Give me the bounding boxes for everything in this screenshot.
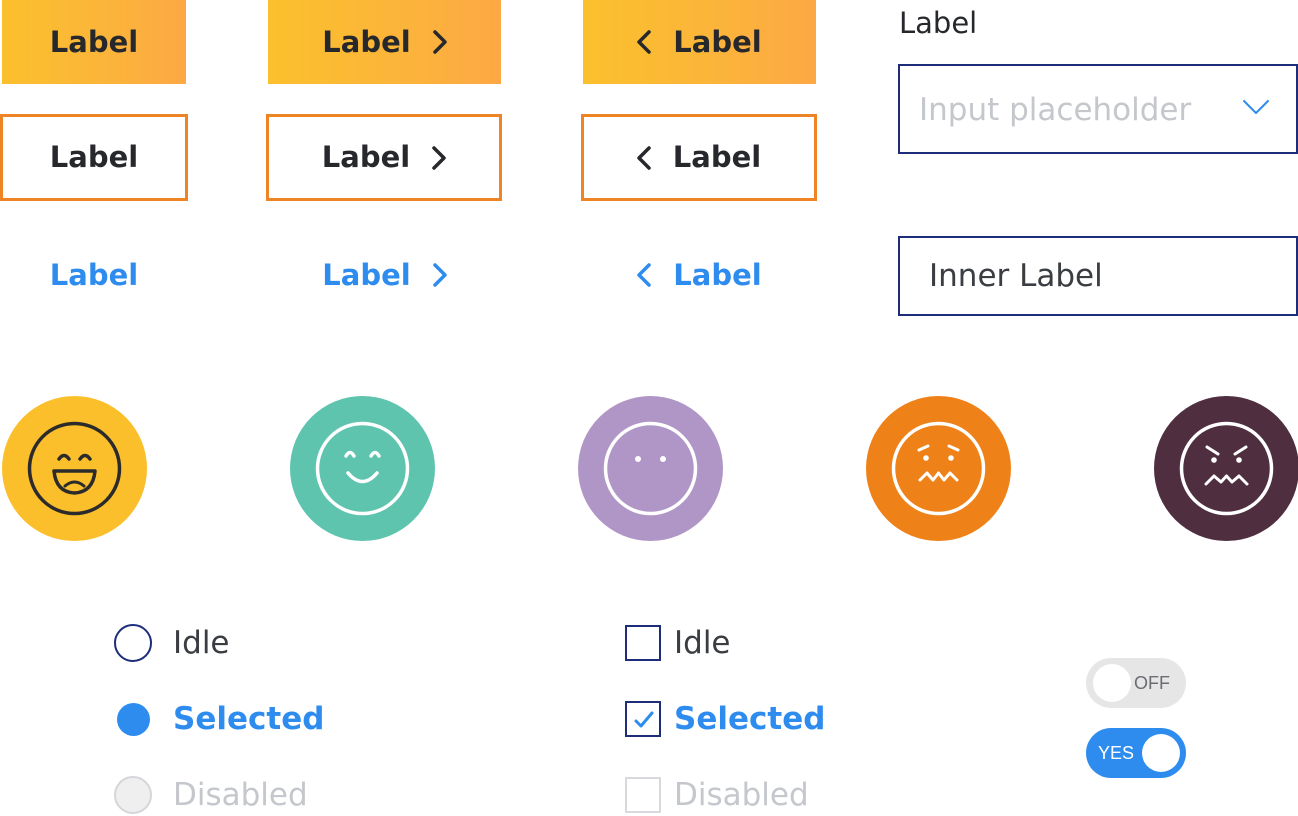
checkbox-box-checked <box>625 701 661 737</box>
emoji-upset[interactable] <box>866 396 1011 541</box>
radio-selected[interactable]: Selected <box>114 699 324 739</box>
primary-button-label: Label <box>49 24 139 59</box>
checkbox-label: Idle <box>674 625 731 661</box>
radio-label: Disabled <box>173 777 308 813</box>
laughing-face-icon <box>27 421 122 516</box>
chevron-down-icon <box>1242 99 1270 120</box>
primary-button-label: Label <box>673 24 762 59</box>
checkmark-icon <box>634 711 654 728</box>
outline-button-back[interactable]: Label <box>581 114 817 201</box>
radio-disabled: Disabled <box>114 775 308 815</box>
inner-label-input[interactable]: Inner Label <box>898 236 1298 316</box>
neutral-face-icon <box>603 421 698 516</box>
text-button-back[interactable]: Label <box>583 245 816 305</box>
toggle-knob <box>1142 734 1180 772</box>
inner-label-value: Inner Label <box>929 258 1103 294</box>
primary-button-label: Label <box>322 24 411 59</box>
text-button[interactable]: Label <box>2 245 186 305</box>
toggle-on-text: YES <box>1098 743 1135 763</box>
chevron-right-icon <box>432 145 446 170</box>
radio-circle-disabled <box>114 776 152 814</box>
radio-circle-selected <box>117 702 150 736</box>
emoji-angry[interactable] <box>1154 396 1298 541</box>
radio-idle[interactable]: Idle <box>114 623 230 663</box>
dropdown-label: Label <box>899 6 978 40</box>
chevron-left-icon <box>637 145 651 170</box>
checkbox-label: Selected <box>674 701 826 737</box>
chevron-left-icon <box>637 30 652 54</box>
smiling-face-icon <box>315 421 410 516</box>
primary-button-back[interactable]: Label <box>583 0 816 84</box>
checkbox-box-disabled <box>625 777 661 813</box>
text-button-label: Label <box>49 257 139 292</box>
emoji-neutral[interactable] <box>578 396 723 541</box>
upset-face-icon <box>891 421 986 516</box>
emoji-happy[interactable] <box>290 396 435 541</box>
text-button-next[interactable]: Label <box>268 245 501 305</box>
checkbox-box <box>625 625 661 661</box>
toggle-off-text: OFF <box>1134 673 1170 693</box>
outline-button-next[interactable]: Label <box>266 114 502 201</box>
toggle-knob <box>1093 664 1131 702</box>
primary-button[interactable]: Label <box>2 0 186 84</box>
emoji-laughing[interactable] <box>2 396 147 541</box>
radio-label: Idle <box>173 625 230 661</box>
chevron-right-icon <box>432 263 447 287</box>
chevron-right-icon <box>432 30 447 54</box>
chevron-left-icon <box>637 263 652 287</box>
checkbox-selected[interactable]: Selected <box>625 699 825 739</box>
dropdown-select[interactable]: Input placeholder <box>898 64 1298 154</box>
primary-button-next[interactable]: Label <box>268 0 501 84</box>
outline-button-label: Label <box>321 140 411 174</box>
dropdown-placeholder: Input placeholder <box>919 92 1192 128</box>
checkbox-idle[interactable]: Idle <box>625 623 731 663</box>
text-button-label: Label <box>673 257 762 292</box>
toggle-on[interactable]: YES <box>1086 728 1186 778</box>
toggle-off[interactable]: OFF <box>1086 658 1186 708</box>
radio-label: Selected <box>173 701 325 737</box>
checkbox-label: Disabled <box>674 777 809 813</box>
outline-button-label: Label <box>672 140 762 174</box>
outline-button[interactable]: Label <box>0 114 188 201</box>
angry-face-icon <box>1179 421 1274 516</box>
outline-button-label: Label <box>49 140 139 174</box>
text-button-label: Label <box>322 257 411 292</box>
checkbox-disabled: Disabled <box>625 775 809 815</box>
radio-circle <box>114 624 152 662</box>
